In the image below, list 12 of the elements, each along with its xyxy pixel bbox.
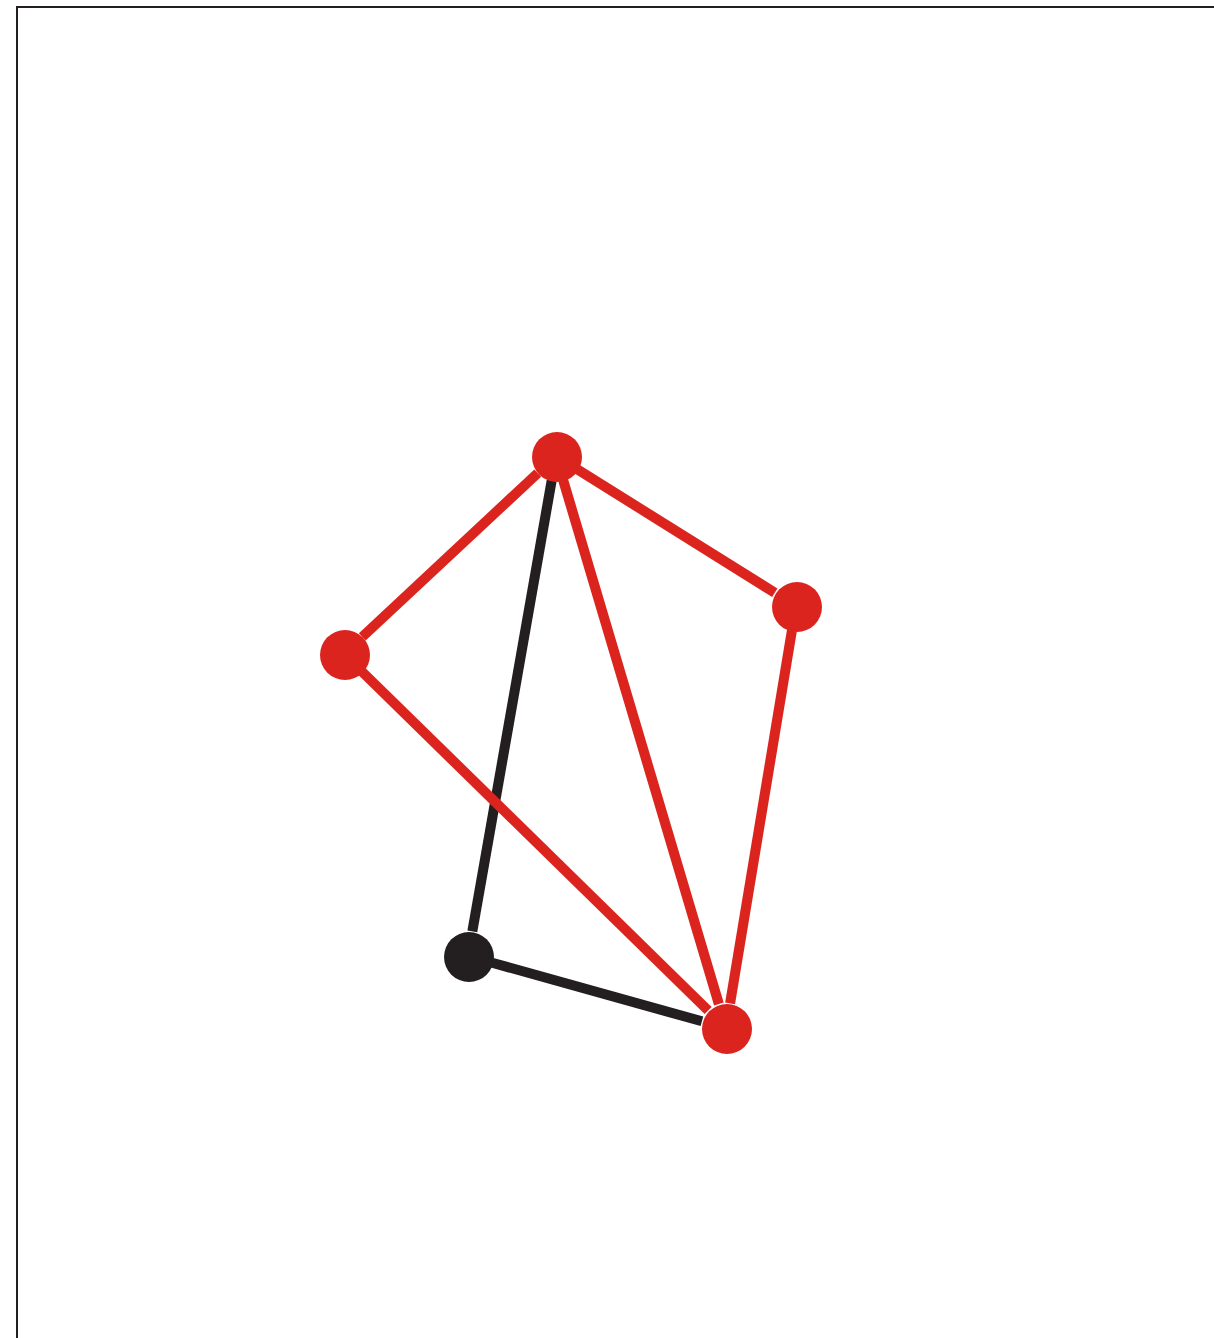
circle-vertex	[701, 1003, 751, 1053]
graph-edge	[725, 629, 797, 1005]
graph-edge	[558, 478, 724, 1006]
circle-vertex	[319, 629, 369, 679]
graph-edge	[358, 469, 542, 641]
graph-edge	[358, 667, 712, 1015]
graph-edge	[574, 465, 778, 597]
circle-vertex	[443, 931, 493, 981]
circle-vertex	[771, 581, 821, 631]
graph-edge	[467, 479, 557, 933]
graph-edge	[490, 957, 704, 1027]
circle-vertex	[531, 431, 581, 481]
